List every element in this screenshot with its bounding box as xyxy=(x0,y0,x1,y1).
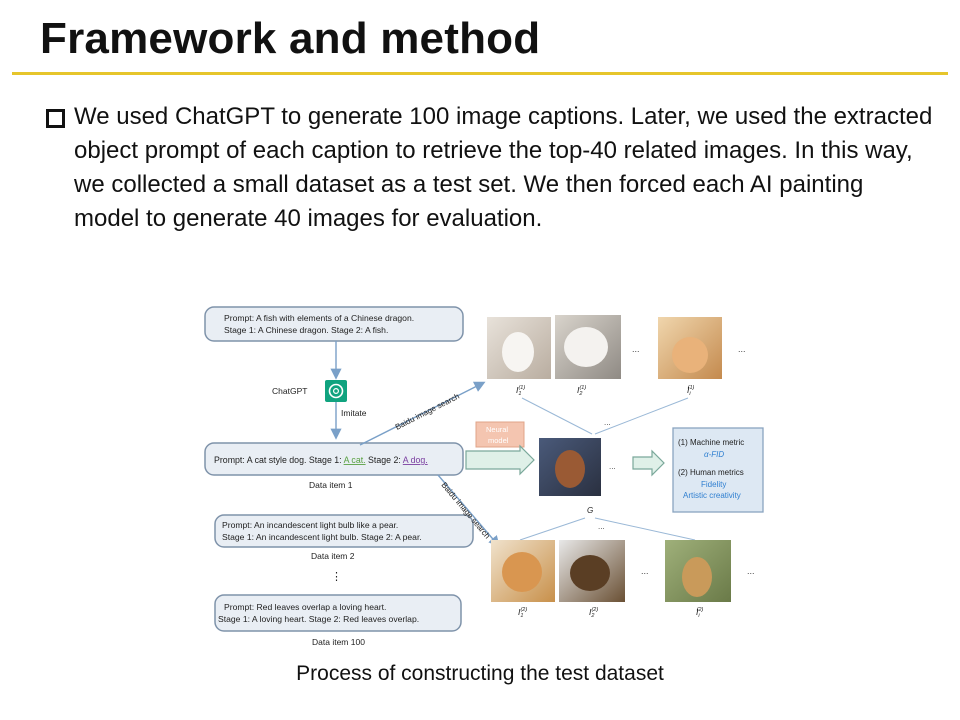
top-label-2: I2(1) xyxy=(577,385,586,397)
bottom-ellipsis-1: ... xyxy=(641,566,649,576)
top-image-1-cat xyxy=(502,332,534,372)
top-label-3-sup: (1) xyxy=(688,385,695,391)
top-image-2-cat xyxy=(564,327,608,367)
top-label-1-main: I xyxy=(516,385,519,395)
search-arrow-bottom xyxy=(437,474,500,548)
item1-stage2-object: A dog. xyxy=(403,455,428,465)
neural-model-box xyxy=(475,421,525,448)
bottom-label-2: I2(2) xyxy=(589,607,598,619)
dataset-construction-diagram: Prompt: A fish with elements of a Chines… xyxy=(204,306,764,647)
g-label: G xyxy=(587,506,593,515)
data-item-1-prompt: Prompt: A cat style dog. Stage 1: A cat.… xyxy=(214,455,428,465)
bottom-image-labels: I1(2) I2(2) Ii(2) xyxy=(518,607,703,619)
top-label-2-sub: 2 xyxy=(578,391,582,397)
bottom-label-2-main: I xyxy=(589,607,592,617)
data-item-2-label: Data item 2 xyxy=(311,551,355,561)
bottom-label-2-sub: 2 xyxy=(590,613,594,619)
bottom-label-1-sub: 1 xyxy=(520,613,523,619)
human-metrics-label: (2) Human metrics xyxy=(678,468,744,477)
data-item-100-box xyxy=(214,594,462,632)
neural-model-line1: Neural xyxy=(486,425,508,434)
fidelity-metric: Fidelity xyxy=(701,480,726,489)
bullet-text: We used ChatGPT to generate 100 image ca… xyxy=(74,103,933,232)
bottom-label-1: I1(2) xyxy=(518,607,527,619)
creativity-metric: Artistic creativity xyxy=(683,491,741,500)
bottom-image-3-dog xyxy=(682,557,712,597)
vertical-ellipsis: ⋮ xyxy=(331,571,342,583)
data-item-2-line1: Prompt: An incandescent light bulb like … xyxy=(222,520,398,530)
fid-metric: α-FID xyxy=(704,450,724,459)
link-bottom-3 xyxy=(594,517,696,541)
imitate-label: Imitate xyxy=(341,408,367,418)
link-bottom-1 xyxy=(519,517,586,541)
top-label-1-sub: 1 xyxy=(518,391,521,397)
bottom-label-1-main: I xyxy=(518,607,521,617)
link-top-1 xyxy=(521,397,593,435)
bottom-label-3-sup: (2) xyxy=(697,607,704,613)
bottom-label-1-sup: (2) xyxy=(520,607,527,613)
top-ellipsis-1: ... xyxy=(632,344,640,354)
data-item-100-label: Data item 100 xyxy=(312,637,365,647)
item1-middle: Stage 2: xyxy=(366,455,403,465)
top-label-3: Ii(1) xyxy=(687,385,694,397)
item1-stage1-object: A cat. xyxy=(344,455,366,465)
data-item-1-label: Data item 1 xyxy=(309,480,353,490)
bottom-image-1-dog xyxy=(502,552,542,592)
bottom-label-3-sub: i xyxy=(698,613,700,619)
bottom-ellipsis-2: ... xyxy=(747,566,755,576)
chatgpt-logo-icon xyxy=(325,380,347,402)
top-image-3-cat xyxy=(672,337,708,373)
data-item-2-line2: Stage 1: An incandescent light bulb. Sta… xyxy=(222,532,422,542)
square-bullet-icon xyxy=(46,109,65,128)
center-bottom-ellipsis: ... xyxy=(598,522,605,531)
top-label-3-main: I xyxy=(687,385,690,395)
title-divider xyxy=(12,72,948,75)
generated-image-dog xyxy=(555,450,585,488)
top-label-1-sup: (1) xyxy=(518,385,525,391)
link-top-3 xyxy=(594,397,689,435)
top-label-3-sub: i xyxy=(689,391,691,397)
evaluation-block-arrow xyxy=(632,449,665,477)
example-prompt-box xyxy=(204,306,464,342)
example-prompt-line1: Prompt: A fish with elements of a Chines… xyxy=(224,313,414,323)
figure-caption: Process of constructing the test dataset xyxy=(296,662,664,685)
chatgpt-label: ChatGPT xyxy=(272,386,307,396)
bottom-label-2-sup: (2) xyxy=(591,607,598,613)
top-ellipsis-2: ... xyxy=(738,344,746,354)
center-right-ellipsis: ... xyxy=(609,462,616,471)
bottom-image-2-dog xyxy=(570,555,610,591)
metrics-box xyxy=(672,427,764,513)
bottom-label-3-main: I xyxy=(696,607,699,617)
center-top-ellipsis: ... xyxy=(604,418,611,427)
example-prompt-line2: Stage 1: A Chinese dragon. Stage 2: A fi… xyxy=(224,325,388,335)
data-item-100-line1: Prompt: Red leaves overlap a loving hear… xyxy=(224,602,386,612)
generation-block-arrow xyxy=(465,444,535,476)
data-item-100-line2: Stage 1: A loving heart. Stage 2: Red le… xyxy=(218,614,419,624)
top-label-1: I1(1) xyxy=(516,385,525,397)
search-arrow-top xyxy=(359,381,486,446)
slide-title: Framework and method xyxy=(40,14,541,63)
top-image-labels: I1(1) I2(1) Ii(1) xyxy=(516,385,694,397)
top-label-2-main: I xyxy=(577,385,580,395)
machine-metric-label: (1) Machine metric xyxy=(678,438,744,447)
data-item-1-box xyxy=(204,442,464,476)
top-label-2-sup: (1) xyxy=(579,385,586,391)
neural-model-line2: model xyxy=(488,436,509,445)
bottom-label-3: Ii(2) xyxy=(696,607,703,619)
search-label-top: Baidu image search xyxy=(394,392,461,432)
data-item-2-box xyxy=(214,514,474,548)
item1-prefix: Prompt: A cat style dog. Stage 1: xyxy=(214,455,344,465)
